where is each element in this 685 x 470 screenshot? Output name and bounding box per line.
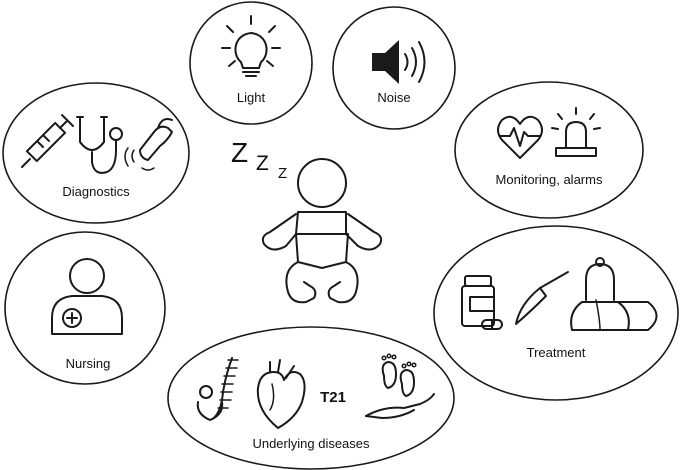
node-light-label: Light [237, 90, 266, 105]
sleep-z-large: Z [231, 137, 248, 168]
alarm-siren-icon [551, 107, 601, 157]
node-treatment-ring [433, 225, 679, 401]
node-nursing-label: Nursing [66, 356, 111, 371]
node-monitoring-ring [454, 81, 644, 219]
node-underlying-ring [167, 326, 455, 470]
node-diagnostics-label: Diagnostics [62, 184, 130, 199]
sleep-z-small: Z [278, 165, 287, 182]
node-treatment: Treatment [433, 225, 679, 401]
syringe-icon [21, 114, 74, 168]
scalpel-icon [515, 271, 569, 325]
node-nursing-ring [4, 231, 166, 385]
stethoscope-icon [76, 116, 123, 174]
node-diagnostics-ring [2, 82, 190, 224]
node-underlying-label: Underlying diseases [252, 436, 370, 451]
footprints-hand-icon [365, 353, 435, 419]
heart-icon [256, 359, 306, 429]
node-noise: Noise [332, 6, 456, 130]
medicine-bottle-icon [461, 275, 503, 330]
breast-pump-icon [570, 257, 658, 331]
node-light: Light [189, 1, 313, 125]
nurse-icon [51, 258, 123, 335]
speaker-icon [372, 40, 426, 84]
spine-icon [196, 357, 239, 421]
light-bulb-icon [221, 15, 281, 77]
t21-label: T21 [320, 389, 346, 406]
heart-rate-icon [497, 115, 543, 159]
node-underlying: T21 Underlying diseases [167, 326, 455, 470]
sleep-z-medium: Z [256, 152, 269, 175]
ultrasound-probe-icon [124, 118, 173, 171]
node-monitoring-label: Monitoring, alarms [496, 172, 603, 187]
node-treatment-label: Treatment [527, 345, 586, 360]
node-noise-label: Noise [377, 90, 410, 105]
baby-icon [261, 158, 383, 304]
node-diagnostics: Diagnostics [2, 82, 190, 224]
node-nursing: Nursing [4, 231, 166, 385]
node-light-ring [189, 1, 313, 125]
sleep-z-letters: Z Z Z [231, 137, 287, 182]
node-monitoring: Monitoring, alarms [454, 81, 644, 219]
